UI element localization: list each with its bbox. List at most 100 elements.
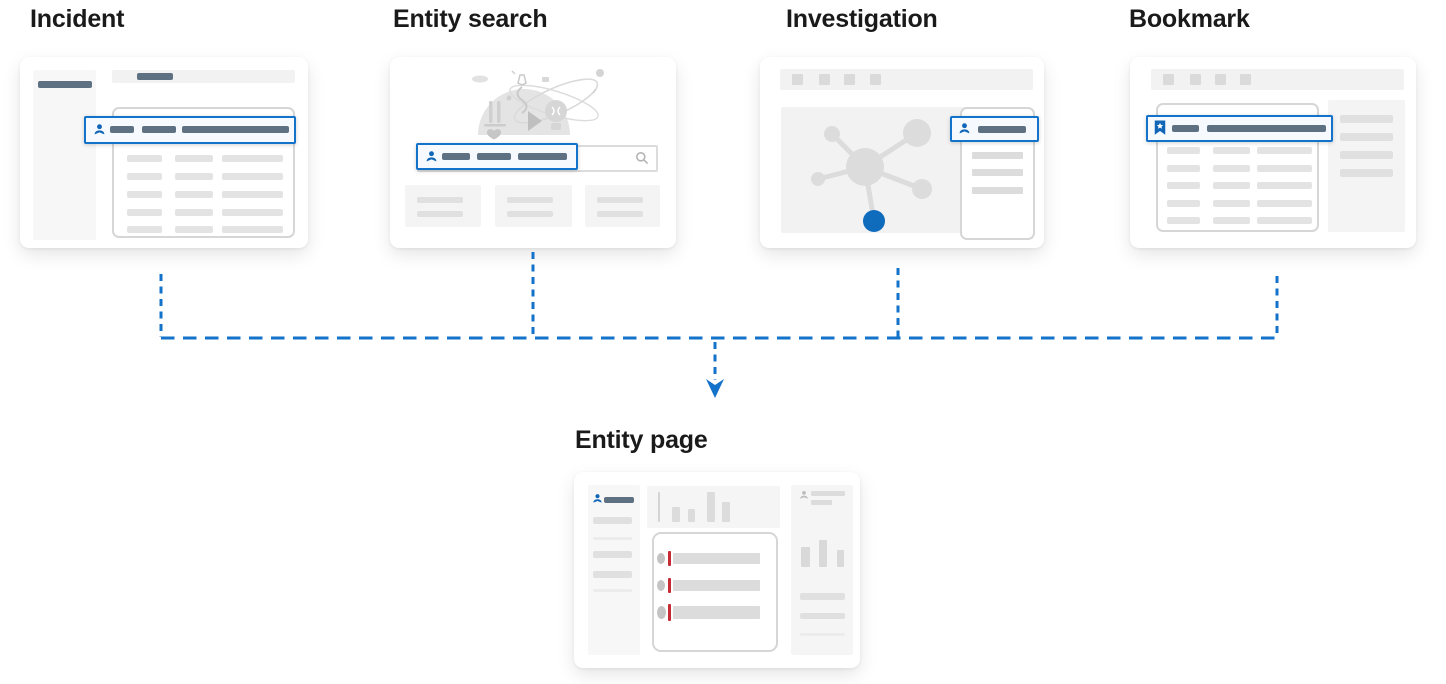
table-cell-bar [1213, 200, 1250, 207]
table-cell-bar [175, 173, 213, 180]
sidebar-skeleton-bar [38, 81, 92, 88]
panel-skeleton-bar [972, 169, 1023, 176]
table-cell-bar [1257, 200, 1312, 207]
investigation-card [760, 57, 1044, 248]
bookmark-card [1130, 57, 1416, 248]
panel-skeleton-bar [800, 593, 845, 600]
table-cell-bar [127, 155, 162, 162]
list-bullet [657, 553, 665, 564]
entity-skeleton-bar [442, 153, 470, 160]
panel-skeleton-line [593, 537, 632, 540]
entity-skeleton-bar [518, 153, 567, 160]
incident-title: Incident [30, 5, 125, 33]
list-bullet [657, 606, 666, 619]
entity-search-title: Entity search [393, 5, 548, 33]
chart-bar [688, 509, 695, 522]
table-cell-bar [127, 226, 162, 233]
result-tile [495, 185, 572, 227]
entity-skeleton-bar [477, 153, 511, 160]
table-cell-bar [1213, 165, 1250, 172]
person-icon [93, 123, 106, 136]
investigation-header-bar [780, 69, 1033, 90]
toolbar-square [1215, 74, 1226, 85]
table-cell-bar [127, 173, 162, 180]
tile-skeleton-bar [597, 211, 643, 217]
table-cell-bar [1167, 200, 1200, 207]
toolbar-square [844, 74, 855, 85]
header-skeleton-bar [137, 73, 173, 80]
incident-card [20, 57, 308, 248]
tile-skeleton-bar [597, 197, 643, 203]
table-cell-bar [222, 191, 283, 198]
panel-skeleton-line [593, 589, 632, 592]
entity-search-card [390, 57, 676, 248]
table-cell-bar [1213, 147, 1250, 154]
panel-skeleton-bar [593, 551, 632, 558]
bookmark-icon [1154, 120, 1166, 136]
list-item-bar [673, 553, 760, 564]
entity-skeleton-bar [1172, 125, 1199, 132]
panel-skeleton-line [800, 633, 845, 636]
entity-page-card [574, 472, 860, 668]
panel-skeleton-bar [1340, 151, 1393, 159]
entity-skeleton-bar [978, 126, 1026, 133]
toolbar-square [819, 74, 830, 85]
investigation-graph-panel [781, 107, 966, 233]
chart-bar [672, 507, 680, 522]
incident-sidebar [33, 70, 96, 240]
entity-timeline-chart [647, 486, 780, 528]
chart-bar [837, 550, 844, 567]
person-icon [592, 493, 603, 504]
entity-alerts-list [652, 532, 778, 652]
bookmark-side-panel [1328, 100, 1405, 232]
entity-graph [811, 119, 932, 232]
person-icon [958, 122, 971, 135]
toolbar-square [792, 74, 803, 85]
table-cell-bar [1167, 217, 1200, 224]
list-bullet [657, 580, 665, 591]
result-tile [585, 185, 660, 227]
panel-skeleton-bar [593, 571, 632, 578]
severity-marker [668, 551, 671, 566]
table-cell-bar [1167, 182, 1200, 189]
chart-bar [722, 502, 730, 522]
chart-bar [819, 540, 827, 567]
entity-skeleton-bar [1207, 125, 1326, 132]
table-cell-bar [175, 155, 213, 162]
tile-skeleton-bar [507, 197, 553, 203]
chart-bar [707, 492, 715, 522]
entity-name-bar [604, 497, 634, 503]
arrow-down-icon [706, 379, 724, 398]
bookmark-title: Bookmark [1129, 5, 1250, 33]
search-icon [635, 151, 649, 165]
panel-skeleton-bar [1340, 133, 1393, 141]
panel-skeleton-bar [593, 517, 632, 524]
table-cell-bar [222, 173, 283, 180]
search-entity-highlight [416, 143, 578, 170]
panel-skeleton-bar [972, 187, 1023, 194]
panel-skeleton-bar [1340, 115, 1393, 123]
toolbar-square [1163, 74, 1174, 85]
table-cell-bar [1257, 147, 1312, 154]
entity-page-left-panel [588, 485, 640, 655]
table-cell-bar [222, 155, 283, 162]
table-cell-bar [127, 191, 162, 198]
toolbar-square [1190, 74, 1201, 85]
list-item-bar [673, 580, 760, 591]
toolbar-square [870, 74, 881, 85]
chart-bar [801, 547, 810, 567]
table-cell-bar [175, 191, 213, 198]
severity-marker [668, 604, 671, 621]
panel-skeleton-bar [1340, 169, 1393, 177]
tile-skeleton-bar [507, 211, 553, 217]
severity-marker [668, 578, 671, 593]
table-cell-bar [1213, 217, 1250, 224]
list-item-bar [673, 606, 760, 619]
science-illustration [456, 63, 612, 143]
table-cell-bar [1213, 182, 1250, 189]
entity-page-title: Entity page [575, 426, 708, 454]
toolbar-square [1240, 74, 1251, 85]
result-tile [405, 185, 481, 227]
entity-page-insights-panel [791, 485, 853, 655]
